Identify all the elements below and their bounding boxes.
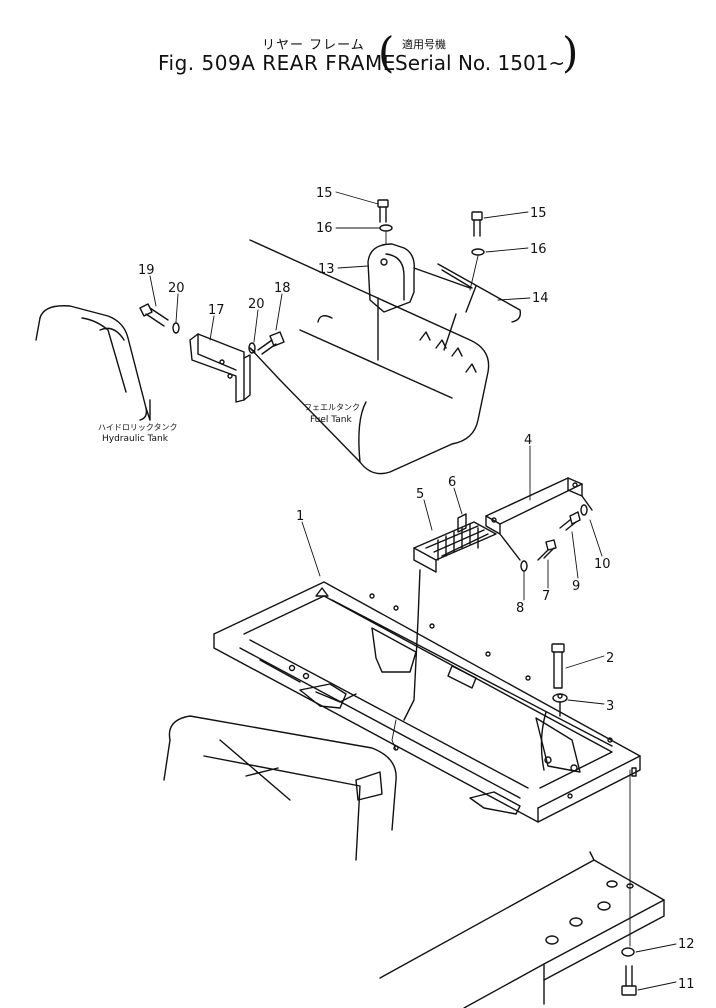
callout-6: 6 [448,475,456,490]
machine-body [163,715,397,861]
washer-3 [552,693,568,717]
guide-lines [149,231,631,947]
bolt-9 [559,511,581,531]
callout-9: 9 [572,579,580,594]
right-paren: ) [562,28,579,77]
callout-11: 11 [678,977,695,992]
bracket-17 [189,333,251,403]
rod-14 [437,263,522,351]
washer-10 [580,504,588,516]
callout-20: 20 [248,297,265,312]
hydraulic-tank [35,305,151,421]
callout-3: 3 [606,699,614,714]
left-paren: ( [378,28,395,77]
fuel-tank [249,239,490,475]
serial-label-japanese: 適用号機 [402,38,446,51]
strip-5 [403,521,497,721]
bolt-7 [537,539,557,561]
callout-4: 4 [524,433,532,448]
cover-13 [367,243,471,361]
callout-20: 20 [168,281,185,296]
callout-7: 7 [542,589,550,604]
bolt-15-left [377,199,389,223]
callout-8: 8 [516,601,524,616]
bolt-18 [257,331,285,355]
washer-16-left [379,224,393,232]
callout-15: 15 [530,206,547,221]
hydraulic-tank-label-jp: ハイドロリックタンク [98,423,178,432]
callout-12: 12 [678,937,695,952]
title-japanese: リヤー フレーム [262,38,365,53]
callout-13: 13 [318,262,335,277]
washer-20-right [248,342,256,354]
hydraulic-tank-label: Hydraulic Tank [102,434,169,444]
figure-title: Fig. 509A REAR FRAME [158,51,396,75]
washer-12 [621,947,635,957]
bolt-11 [621,965,637,996]
fuel-tank-label: Fuel Tank [310,415,353,425]
callout-14: 14 [532,291,549,306]
callout-10: 10 [594,557,611,572]
callout-15: 15 [316,186,333,201]
washer-20-left [172,322,180,334]
callout-19: 19 [138,263,155,278]
serial-range: Serial No. 1501~ [395,51,566,75]
washer-16-right [471,248,485,256]
rear-frame-1 [213,581,641,823]
callout-17: 17 [208,303,225,318]
callout-numbers: 15 16 13 15 16 14 19 20 17 20 18 1 5 6 4… [138,186,695,992]
callout-16: 16 [530,242,547,257]
fuel-tank-label-jp: フェエルタンク [304,403,360,412]
callout-16: 16 [316,221,333,236]
bolt-15-right [471,211,483,237]
bolt-2 [551,643,565,689]
callout-2: 2 [606,651,614,666]
tank-labels: ハイドロリックタンク Hydraulic Tank フェエルタンク Fuel T… [98,403,360,444]
callout-1: 1 [296,509,304,524]
lower-member [379,851,665,1008]
part-6 [457,513,467,533]
callout-5: 5 [416,487,424,502]
bolt-19 [139,303,169,327]
washer-8 [520,560,528,572]
bar-4 [485,477,593,561]
callout-18: 18 [274,281,291,296]
leader-lines [149,191,677,991]
